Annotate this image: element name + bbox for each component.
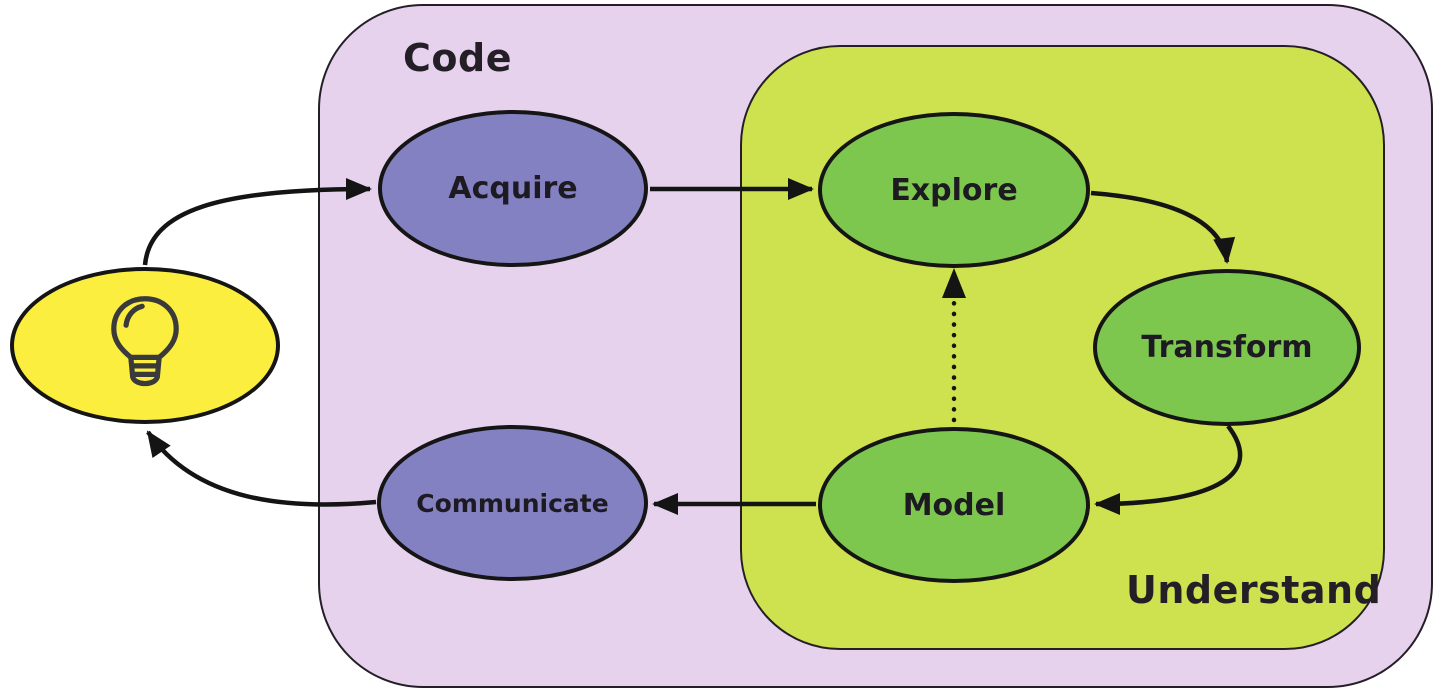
code-group-label: Code [403,36,512,80]
understand-group-label: Understand [1126,568,1382,612]
lightbulb-icon [111,295,179,386]
node-communicate-label: Communicate [416,488,609,518]
node-transform: Transform [1093,269,1361,426]
node-communicate: Communicate [377,425,648,581]
node-explore-label: Explore [890,172,1018,208]
node-acquire: Acquire [378,110,648,267]
node-explore: Explore [818,112,1090,268]
node-idea [10,267,280,424]
node-model-label: Model [902,487,1006,523]
node-model: Model [818,427,1090,583]
node-acquire-label: Acquire [448,171,578,206]
node-transform-label: Transform [1141,330,1313,365]
